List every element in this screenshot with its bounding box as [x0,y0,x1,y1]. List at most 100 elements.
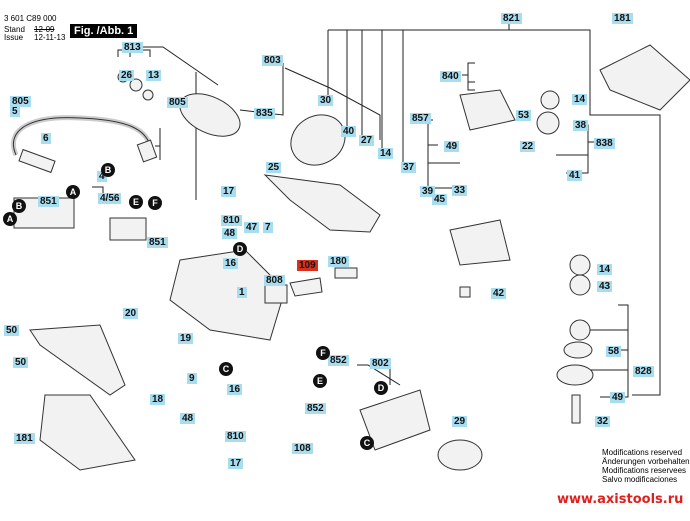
part-label-33[interactable]: 33 [452,185,468,196]
part-label-852[interactable]: 852 [328,355,349,366]
part-label-181[interactable]: 181 [612,13,633,24]
power-cord [11,115,153,157]
part-label-29[interactable]: 29 [452,416,468,427]
part-label-813[interactable]: 813 [122,42,143,53]
connector-ref-d: D [374,381,388,395]
bearing-mid [569,319,591,341]
part-label-14[interactable]: 14 [572,94,588,105]
part-label-53[interactable]: 53 [516,110,532,121]
website-link[interactable]: www.axistools.ru [557,492,684,507]
stand-label: Stand [4,25,25,34]
issue-date: 12-11-13 [34,33,66,42]
part-label-828[interactable]: 828 [633,366,654,377]
part-label-1[interactable]: 1 [237,287,247,298]
spindle-32 [571,394,581,424]
part-label-41[interactable]: 41 [567,170,583,181]
part-label-43[interactable]: 43 [597,281,613,292]
part-number: 3 601 C89 000 [4,14,57,23]
part-label-16[interactable]: 16 [227,384,243,395]
part-label-180[interactable]: 180 [328,256,349,267]
part-label-851[interactable]: 851 [38,196,59,207]
note-line: Modifications reserved [602,448,683,457]
part-label-30[interactable]: 30 [318,95,334,106]
part-label-14[interactable]: 14 [378,148,394,159]
armature-part [179,93,241,137]
part-label-17[interactable]: 17 [221,186,237,197]
leader-821 [327,22,661,396]
connector-ref-e: E [129,195,143,209]
part-label-821[interactable]: 821 [501,13,522,24]
part-label-39[interactable]: 39 [420,186,436,197]
connector-ref-a: A [66,185,80,199]
leader-838 [556,124,595,174]
part-label-49[interactable]: 49 [444,141,460,152]
part-label-50[interactable]: 50 [13,357,29,368]
part-label-48[interactable]: 48 [222,228,238,239]
part-label-6[interactable]: 6 [41,133,51,144]
part-label-58[interactable]: 58 [606,346,622,357]
part-label-17[interactable]: 17 [228,458,244,469]
part-label-4[interactable]: 4 [97,171,107,182]
connector-ref-b: B [101,163,115,177]
handle-part [29,324,126,396]
part-label-27[interactable]: 27 [359,135,375,146]
part-label-805[interactable]: 805 [10,96,31,107]
part-label-808[interactable]: 808 [264,275,285,286]
bearing-part [142,89,154,101]
leader-802 [357,364,401,386]
part-label-802[interactable]: 802 [370,358,391,369]
part-label-5[interactable]: 5 [10,106,20,117]
part-label-49[interactable]: 49 [610,392,626,403]
part-label-852[interactable]: 852 [305,403,326,414]
part-label-37[interactable]: 37 [401,162,417,173]
cover-part [459,89,516,131]
issue-label: Issue [4,33,24,42]
part-label-857[interactable]: 857 [410,113,431,124]
part-label-32[interactable]: 32 [595,416,611,427]
power-cord-outline [13,117,151,156]
part-label-835[interactable]: 835 [254,108,275,119]
part-label-42[interactable]: 42 [491,288,507,299]
part-label-20[interactable]: 20 [123,308,139,319]
part-label-9[interactable]: 9 [187,373,197,384]
part-label-47[interactable]: 47 [244,222,260,233]
part-label-13[interactable]: 13 [146,70,162,81]
part-label-810[interactable]: 810 [221,215,242,226]
part-label-50[interactable]: 50 [4,325,20,336]
part-label-48[interactable]: 48 [180,413,196,424]
part-label-4-56[interactable]: 4/56 [98,193,122,204]
connector-ref-b: B [12,199,26,213]
part-label-16[interactable]: 16 [223,258,239,269]
part-label-40[interactable]: 40 [341,126,357,137]
part-109 [289,277,323,297]
leader-857 [427,119,460,189]
connector-ref-c: C [360,436,374,450]
part-label-25[interactable]: 25 [266,162,282,173]
part-label-108[interactable]: 108 [292,443,313,454]
part-label-14[interactable]: 14 [597,264,613,275]
part-label-838[interactable]: 838 [594,138,615,149]
part-label-805[interactable]: 805 [167,97,188,108]
part-label-18[interactable]: 18 [150,394,166,405]
part-label-26[interactable]: 26 [119,70,135,81]
leader-828 [590,304,629,398]
gear-43 [569,274,591,296]
part-label-19[interactable]: 19 [178,333,194,344]
part-label-22[interactable]: 22 [520,141,536,152]
bearing-14 [540,90,560,110]
gear-38 [536,111,560,135]
leader-840 [462,62,475,91]
part-label-45[interactable]: 45 [432,194,448,205]
part-label-810[interactable]: 810 [225,431,246,442]
part-label-840[interactable]: 840 [440,71,461,82]
connector-ref-f: F [316,346,330,360]
part-label-109[interactable]: 109 [297,260,318,271]
part-label-851[interactable]: 851 [147,237,168,248]
part-label-181[interactable]: 181 [14,433,35,444]
part-label-38[interactable]: 38 [573,120,589,131]
part-label-803[interactable]: 803 [262,55,283,66]
part-label-7[interactable]: 7 [263,222,273,233]
note-line: Änderungen vorbehalten [602,457,690,466]
guard-part [290,114,346,166]
